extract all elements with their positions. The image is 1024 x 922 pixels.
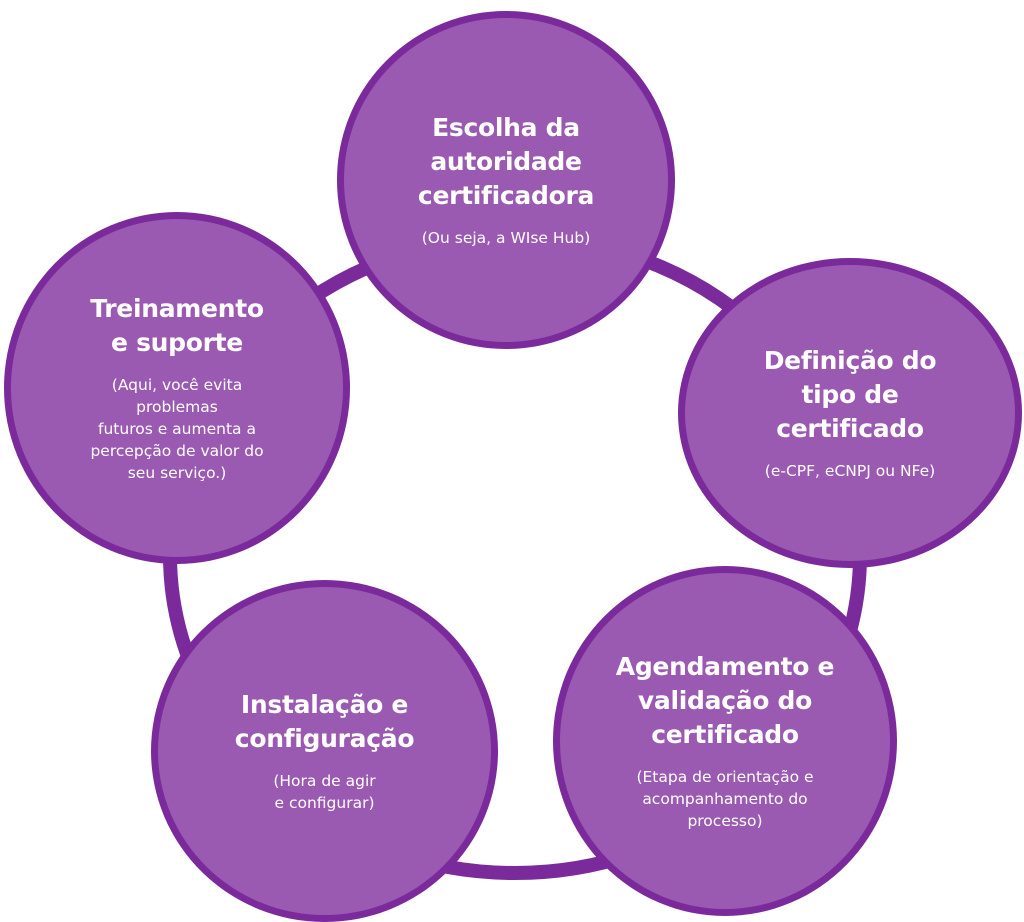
step-title: Agendamento e validação do certificado (615, 650, 835, 752)
step-description-line: (e-CPF, eCNPJ ou NFe) (764, 462, 936, 480)
step-description-line: problemas (136, 398, 218, 416)
step-node-installation: Instalação e configuração (Hora de agir … (151, 580, 498, 922)
step-title-line: autoridade (430, 147, 582, 176)
step-title-line: validação do (637, 686, 813, 715)
step-title: Instalação e configuração (234, 688, 415, 756)
step-description-line: (Aqui, você evita (111, 376, 243, 394)
step-description: (Etapa de orientação e acompanhamento do… (636, 766, 813, 832)
step-title-line: e suporte (111, 328, 243, 357)
step-title-line: Agendamento e (615, 652, 835, 681)
step-description-line: (Etapa de orientação e (636, 768, 814, 786)
step-title: Escolha da autoridade certificadora (418, 111, 594, 213)
step-title-line: certificado (651, 720, 799, 749)
step-description-line: (Ou seja, a WIse Hub) (421, 229, 591, 247)
step-description-line: e configurar) (274, 794, 375, 812)
step-title-line: certificado (776, 414, 924, 443)
step-title-line: configuração (234, 724, 415, 753)
step-description: (Hora de agir e configurar) (273, 770, 375, 814)
step-node-training-support: Treinamento e suporte (Aqui, você evita … (4, 212, 350, 564)
step-description: (e-CPF, eCNPJ ou NFe) (765, 460, 935, 482)
step-title-line: Escolha da (432, 113, 580, 142)
step-description-line: processo) (687, 812, 763, 830)
step-description-line: acompanhamento do (642, 790, 808, 808)
step-title-line: tipo de (801, 380, 899, 409)
step-description-line: percepção de valor do (90, 442, 264, 460)
step-title-line: Definição do (763, 346, 937, 375)
step-description: (Ou seja, a WIse Hub) (422, 227, 591, 249)
step-title-line: certificadora (417, 181, 595, 210)
step-node-certificate-type: Definição do tipo de certificado (e-CPF,… (678, 258, 1022, 568)
step-node-certificate-authority: Escolha da autoridade certificadora (Ou … (337, 11, 675, 349)
step-title-line: Instalação e (240, 690, 409, 719)
step-title-line: Treinamento (90, 294, 264, 323)
step-description-line: futuros e aumenta a (98, 420, 256, 438)
step-description: (Aqui, você evita problemas futuros e au… (90, 374, 263, 484)
step-description-line: (Hora de agir (273, 772, 376, 790)
step-description-line: seu serviço.) (127, 464, 227, 482)
step-title: Definição do tipo de certificado (764, 344, 937, 446)
step-title: Treinamento e suporte (90, 292, 264, 360)
step-node-scheduling-validation: Agendamento e validação do certificado (… (553, 566, 897, 916)
